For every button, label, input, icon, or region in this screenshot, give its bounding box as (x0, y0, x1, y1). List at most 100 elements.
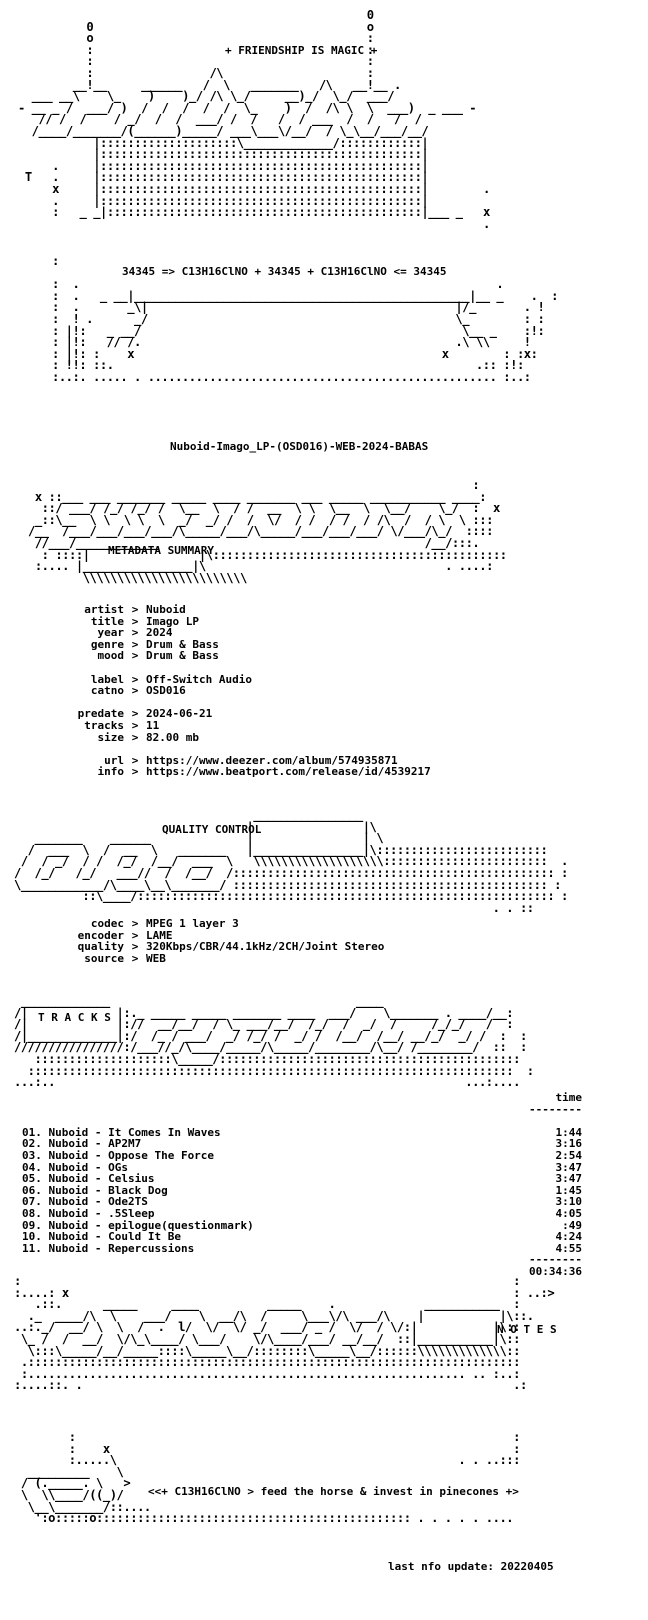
notes-section-title: N O T E S (497, 1323, 557, 1336)
track-title: 02. Nuboid - AP2M7 (22, 1137, 142, 1151)
track-title: 06. Nuboid - Black Dog (22, 1183, 168, 1197)
metadata-value: Drum & Bass (146, 649, 219, 663)
metadata-key: artist (84, 603, 124, 616)
separator: > (131, 707, 139, 721)
track-title: 04. Nuboid - OGs (22, 1160, 128, 1174)
header-formula: 34345 => C13H16ClNO + 34345 + C13H16ClNO… (122, 265, 447, 278)
tracks-ascii-banner: _____________ ____ /| |:._ _____ _____ _… (14, 994, 534, 1090)
quality-key: codec (90, 917, 124, 930)
separator: > (131, 928, 139, 942)
track-row: 05. Nuboid - Celsius 3:47 (22, 1173, 582, 1185)
metadata-ascii-banner: : x ::___ ___ _______ _____ ____ _______… (28, 478, 507, 585)
track-time: 3:47 (555, 1172, 583, 1186)
metadata-row-mood: mood > Drum & Bass (60, 650, 620, 662)
metadata-value: Nuboid (146, 603, 186, 616)
metadata-row-artist: artist>Nuboid (60, 604, 620, 616)
metadata-group: artist>Nuboid title>Imago LP year>2024 g… (60, 604, 620, 662)
footer-tagline: <<+ C13H16ClNO > feed the horse & invest… (148, 1485, 519, 1498)
tracks-section-title: T R A C K S (38, 1011, 111, 1024)
separator: > (131, 917, 139, 930)
tracklist: time -------- 01. Nuboid - It Comes In W… (22, 1092, 582, 1278)
track-time: 4:55 (555, 1241, 583, 1255)
separator: > (131, 649, 139, 663)
quality-row-quality: quality>320Kbps/CBR/44.1kHz/2CH/Joint St… (60, 941, 620, 953)
metadata-key: info (97, 765, 125, 779)
metadata-key: title (90, 614, 124, 628)
metadata-row-url: url > https://www.deezer.com/album/5749358… (60, 753, 620, 767)
metadata-row-genre: genre > Drum & Bass (60, 637, 620, 651)
quality-value: LAME (146, 928, 173, 942)
metadata-key: mood (97, 649, 125, 663)
metadata-value: 11 (146, 718, 160, 732)
divider: -------- (529, 1253, 582, 1267)
track-time: 4:24 (555, 1230, 583, 1244)
separator: > (131, 684, 139, 698)
total-row: 00:34:36 (22, 1266, 582, 1278)
track-title: 11. Nuboid - Repercussions (22, 1241, 195, 1255)
separator: > (131, 718, 139, 732)
separator: > (131, 672, 139, 686)
track-row: 08. Nuboid - .5Sleep 4:05 (22, 1208, 582, 1220)
release-name: Nuboid-Imago_LP-(OSD016)-WEB-2024-BABAS (170, 440, 429, 453)
track-time: 3:10 (555, 1195, 583, 1209)
separator: > (131, 753, 139, 767)
metadata-key: size (97, 730, 125, 744)
track-row: 02. Nuboid - AP2M7 3:16 (22, 1138, 582, 1150)
url-link[interactable]: https://www.deezer.com/album/574935871 (146, 753, 398, 767)
separator: > (131, 940, 139, 954)
metadata-key: label (90, 672, 124, 686)
track-time: 1:44 (555, 1125, 583, 1139)
metadata-key: url (104, 753, 124, 767)
quality-row-encoder: encoder > LAME (60, 928, 620, 942)
metadata-value: Imago LP (146, 614, 199, 628)
metadata-row-catno: catno>OSD016 (60, 685, 620, 697)
track-title: 09. Nuboid - epilogue(questionmark) (22, 1218, 254, 1232)
track-title: 07. Nuboid - Ode2TS (22, 1195, 148, 1209)
info-link[interactable]: https://www.beatport.com/release/id/4539… (146, 765, 431, 779)
metadata-value: OSD016 (146, 684, 186, 698)
track-row: 01. Nuboid - It Comes In Waves 1:44 (22, 1125, 583, 1139)
quality-ascii-banner: ________________ | |\ _______ ______ | |… (14, 808, 568, 915)
track-time: 3:16 (555, 1137, 583, 1151)
separator: > (131, 951, 139, 965)
track-time: 4:05 (555, 1206, 583, 1220)
notes-ascii-banner: : : :....: x : ..:> .::. _____ ____ ____… (14, 1274, 555, 1393)
track-row: 11. Nuboid - Repercussions 4:55 (22, 1241, 583, 1255)
metadata-row-predate: predate>2024-06-21 (60, 708, 620, 720)
metadata-key: predate (77, 707, 124, 721)
metadata-key: genre (90, 637, 124, 651)
track-title: 05. Nuboid - Celsius (22, 1172, 155, 1186)
footer-ascii: : : : x : :.....\ (20, 1430, 521, 1526)
quality-key: quality (77, 940, 124, 954)
metadata-group: url > https://www.deezer.com/album/5749358… (60, 753, 620, 778)
metadata-value: Off-Switch Audio (146, 672, 252, 686)
track-title: 08. Nuboid - .5Sleep (22, 1206, 155, 1220)
metadata-value: 2024 (146, 626, 173, 640)
quality-value: MPEG 1 layer 3 (146, 917, 239, 930)
track-title: 01. Nuboid - It Comes In Waves (22, 1125, 221, 1139)
total-time: 00:34:36 (529, 1264, 582, 1278)
track-time: 2:54 (555, 1148, 583, 1162)
quality-key: encoder (77, 928, 124, 942)
metadata-group: label>Off-Switch Audio catno>OSD016 (60, 672, 620, 697)
track-row: 07. Nuboid - Ode2TS 3:10 (22, 1196, 582, 1208)
quality-value: WEB (146, 951, 166, 965)
metadata-row-tracks: tracks >11 (60, 720, 620, 732)
quality-key: source (84, 951, 124, 965)
metadata-row-label: label > Off-Switch Audio (60, 672, 620, 686)
metadata-key: tracks (84, 718, 124, 732)
separator: > (131, 637, 139, 651)
metadata-group: predate>2024-06-21 tracks>11 size>82.00 … (60, 708, 620, 743)
metadata-value: Drum & Bass (146, 637, 219, 651)
quality-row-source: source > WEB (60, 951, 620, 965)
separator: > (131, 626, 139, 640)
header-tagline: + FRIENDSHIP IS MAGIC + (225, 44, 378, 57)
quality-row-codec: codec > MPEG 1 layer 3 (60, 918, 620, 930)
last-update: last nfo update: 20220405 (388, 1560, 554, 1573)
header-ascii-bottom: : : . . : . _ __|_______________________… (52, 254, 558, 384)
metadata-row-info: info>https://www.beatport.com/release/id… (60, 766, 620, 778)
